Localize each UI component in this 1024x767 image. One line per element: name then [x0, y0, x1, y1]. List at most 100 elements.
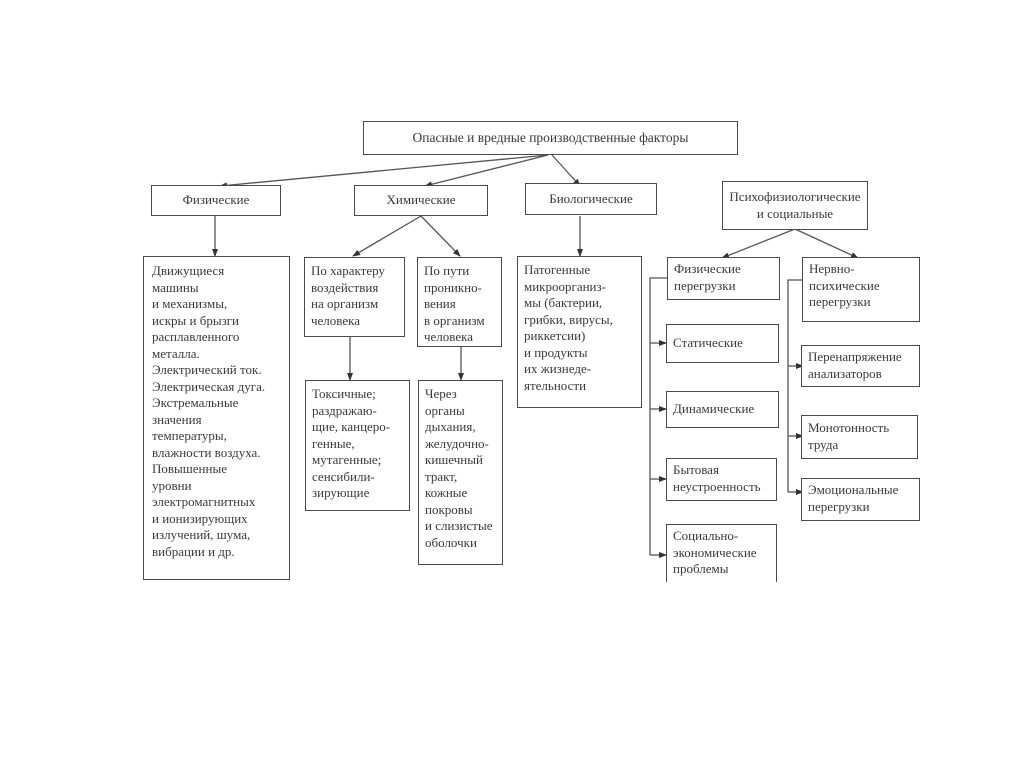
text-line: кишечный	[425, 452, 483, 467]
text-line: в организм	[424, 312, 485, 328]
text-line: Монотонность	[808, 420, 890, 435]
text-line: человека	[424, 329, 474, 344]
text-line: Электрическая дуга.	[152, 378, 266, 394]
text-line: Токсичные;	[312, 386, 376, 401]
text-line: и продукты	[524, 344, 588, 360]
arrow-title-physical	[219, 154, 549, 189]
text-line: перегрузки	[809, 294, 871, 309]
text-line: металла.	[152, 345, 200, 361]
text-line: Повышенные	[152, 461, 227, 476]
text-line: риккетсии)	[524, 328, 586, 343]
arrow-psycho-nervous	[794, 228, 859, 259]
text-line: Электрический ток.	[152, 362, 262, 377]
text-line: Движущиеся	[152, 263, 225, 278]
text-line: генные,	[312, 435, 355, 451]
text-line: Физические	[674, 261, 741, 276]
text-line: труда	[808, 436, 839, 452]
category-biological: Биологические	[525, 183, 657, 215]
text-line: вения	[424, 296, 456, 311]
text-line: грибки, вирусы,	[524, 311, 613, 327]
text-line: и механизмы,	[152, 296, 228, 311]
text-line: ятельности	[524, 377, 587, 393]
text-line: микроорганиз-	[524, 278, 606, 294]
psycho-left-item: Динамические	[666, 391, 779, 428]
text-line: на организм	[311, 296, 379, 311]
text-line: сенсибили-	[312, 468, 375, 484]
text-line: и ионизирующих	[152, 510, 248, 526]
text-line: покровы	[425, 501, 473, 517]
arrow-title-biological	[551, 154, 581, 187]
text-line: оболочки	[425, 534, 477, 550]
arrow-chemical-effect	[352, 215, 422, 257]
category-psycho-social: Психофизиологические и социальные	[722, 181, 868, 230]
text-line: проблемы	[673, 561, 729, 576]
text-line: Бытовая	[673, 462, 719, 477]
text-line: искры и брызги	[152, 312, 240, 328]
text-line: значения	[152, 411, 202, 427]
category-label: Химические	[386, 192, 456, 208]
text-line: дыхания,	[425, 419, 476, 434]
text-line: излучений, шума,	[152, 527, 251, 542]
psycho-left-item: Статические	[666, 324, 779, 363]
text-line: проникно-	[424, 279, 482, 295]
text-line: расплавленного	[152, 329, 240, 344]
text-line: воздействия	[311, 279, 379, 295]
text-line: щие, канцеро-	[312, 419, 391, 434]
text-line: желудочно-	[425, 435, 489, 451]
text-line: экономические	[673, 544, 757, 560]
text-line: вибрации и др.	[152, 543, 235, 559]
text-line: кожные	[425, 485, 468, 500]
text-line: неустроенность	[673, 478, 761, 494]
root-node: Опасные и вредные производственные факто…	[363, 121, 738, 155]
text-line: их жизнеде-	[524, 361, 592, 376]
root-title: Опасные и вредные производственные факто…	[412, 129, 689, 145]
text-line: Перенапряжение	[808, 349, 902, 364]
text-line: перегрузки	[808, 498, 870, 514]
text-line: и слизистые	[425, 518, 493, 533]
text-line: Через	[425, 386, 457, 401]
text-line: органы	[425, 402, 465, 418]
category-label: Физические	[182, 192, 250, 208]
text-line: психические	[809, 277, 880, 293]
text-line: Нервно-	[809, 261, 855, 276]
text-line: температуры,	[152, 428, 227, 443]
category-label: Биологические	[549, 190, 633, 206]
text-line: По характеру	[311, 263, 385, 278]
text-line: перегрузки	[674, 277, 736, 293]
text-line: машины	[152, 279, 199, 295]
text-line: По пути	[424, 263, 470, 278]
bracket-physical-overload	[649, 277, 667, 555]
text-line: мы (бактерии,	[524, 295, 603, 310]
category-chemical: Химические	[354, 185, 488, 216]
text-line: Эмоциональные	[808, 482, 899, 497]
text-line: человека	[311, 312, 361, 328]
arrow-psycho-physical	[721, 228, 796, 259]
text-line: Патогенные	[524, 262, 591, 277]
arrow-chemical-path	[420, 215, 461, 257]
category-physical: Физические	[151, 185, 281, 216]
text-line: Динамические	[673, 401, 755, 416]
arrow-title-chemical	[424, 154, 549, 188]
text-line: мутагенные;	[312, 452, 382, 467]
text-line: Экстремальные	[152, 395, 239, 410]
text-line: тракт,	[425, 468, 458, 484]
text-line: зирующие	[312, 485, 370, 500]
text-line: электромагнитных	[152, 494, 256, 509]
text-line: Статические	[673, 335, 743, 350]
text-line: анализаторов	[808, 365, 882, 381]
text-line: Социально-	[673, 528, 739, 543]
text-line: влажности воздуха.	[152, 444, 261, 460]
category-label-line: Психофизиологические	[729, 189, 861, 204]
